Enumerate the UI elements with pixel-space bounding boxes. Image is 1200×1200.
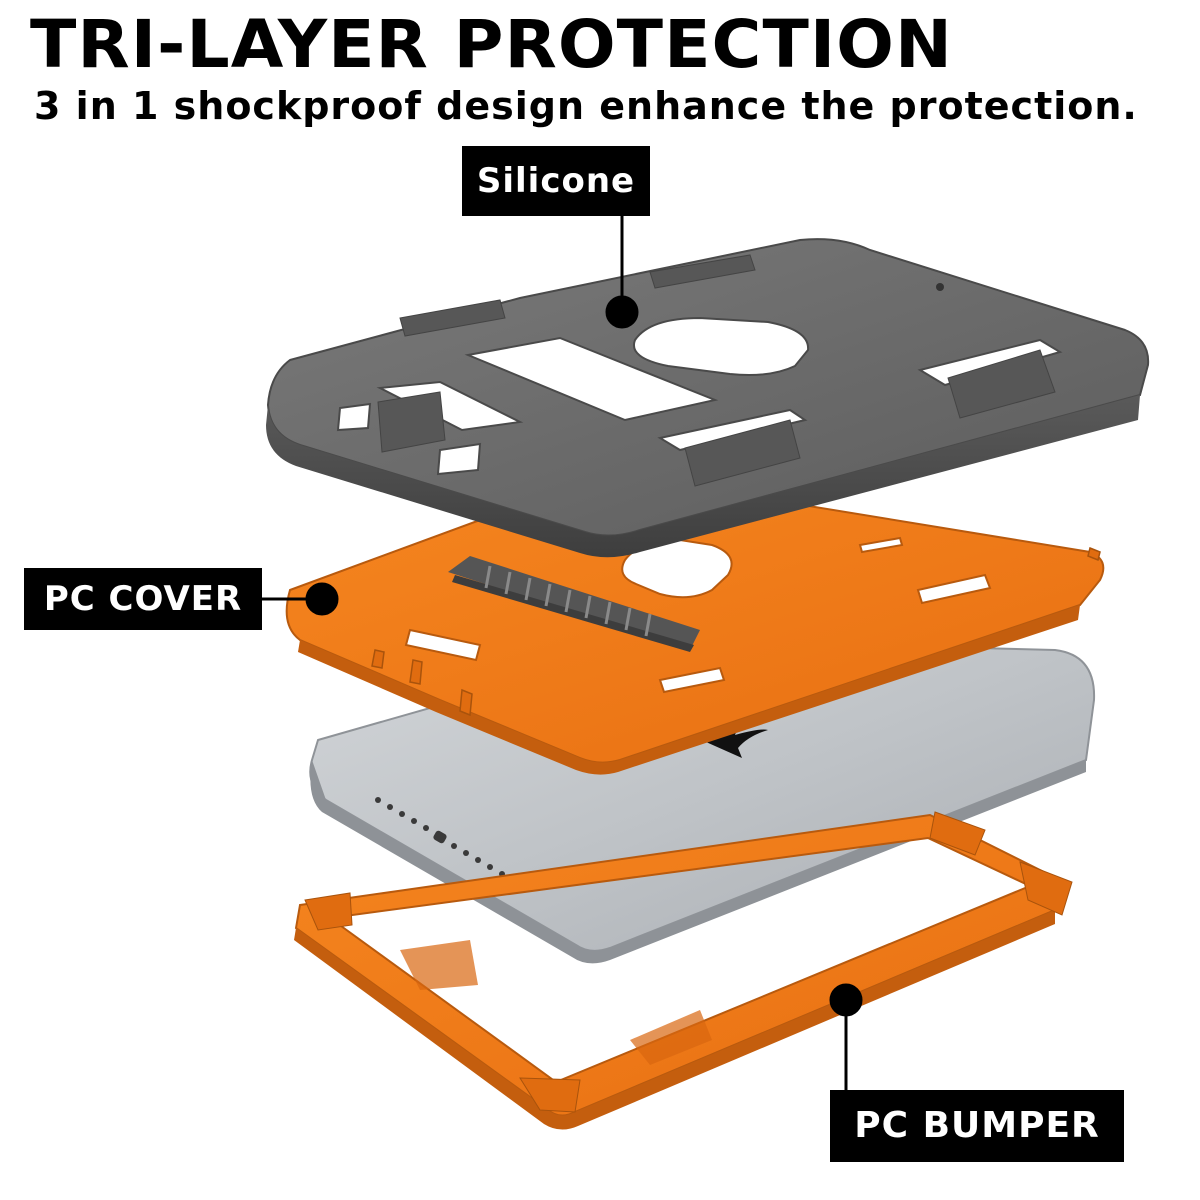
pc-bumper-layer <box>294 811 1073 1130</box>
arrow-icon <box>706 722 768 758</box>
page-subtitle: 3 in 1 shockproof design enhance the pro… <box>34 84 1138 128</box>
silicone-layer <box>266 238 1150 558</box>
callout-leaders <box>262 216 863 1090</box>
pc-bumper-label: PC BUMPER <box>830 1090 1124 1162</box>
tablet-speaker-grille <box>375 797 505 877</box>
page-title: TRI-LAYER PROTECTION <box>30 6 953 83</box>
silicone-camera-cutout <box>632 316 810 376</box>
silicone-label: Silicone <box>462 146 650 216</box>
pc-cover-label: PC COVER <box>24 568 262 630</box>
pc-cover-layer <box>285 496 1105 775</box>
kickstand <box>448 556 700 652</box>
